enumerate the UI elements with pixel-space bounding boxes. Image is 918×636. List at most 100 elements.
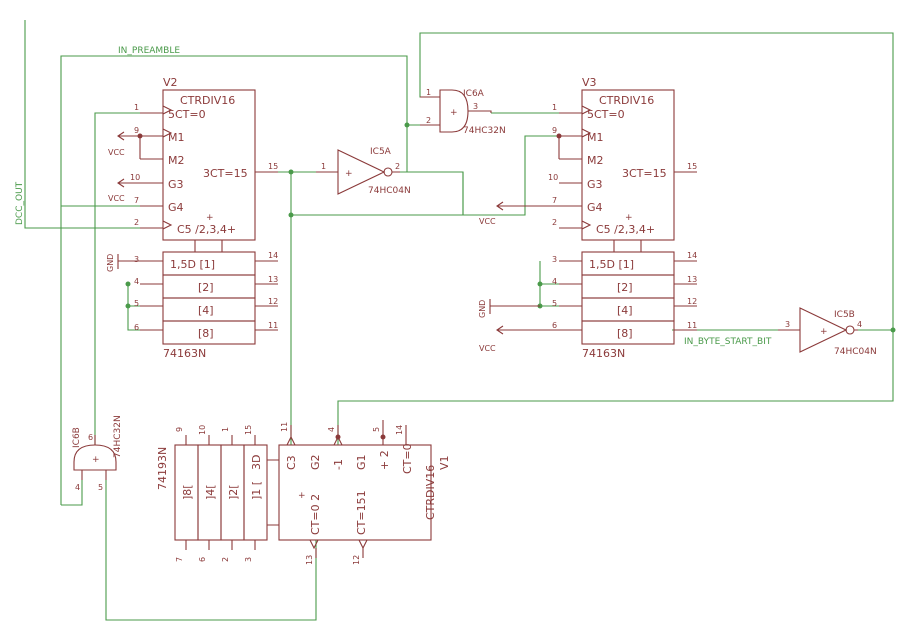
v3-pin-5ct0: 5CT=0 [587,108,625,121]
v2-type: CTRDIV16 [180,94,235,107]
v1-g1: G1 [355,454,368,470]
v3-pinnum-6: 6 [552,321,557,330]
v3-pin-g3: G3 [587,178,603,191]
v2-gnd-label: GND [106,254,115,272]
ic6b-name: IC6B [72,427,82,448]
v2-pin-m1: M1 [168,131,185,144]
counter-v1[interactable]: ]8[ ]4[ ]2[ ]1 [ 3D C3 G2 -1 G1 + 2 CT=0… [156,420,451,565]
ic5a-part: 74HC04N [368,186,411,196]
v3-pinnum-9: 9 [552,126,557,135]
v2-pinnum-2: 2 [134,218,139,227]
v1-pin-top-15: 15 [244,425,253,435]
v3-pin-3ct15: 3CT=15 [622,167,667,180]
v2-pinnum-6: 6 [134,323,139,332]
v3-plus: + [625,213,633,223]
ic5a-plus: + [345,169,353,179]
v3-pinnum-12: 12 [687,297,697,306]
v1-ct0: CT=0 [401,443,414,474]
ic6b-pin-b: 5 [98,483,103,492]
counter-v2[interactable]: V2 CTRDIV16 5CT=0 M1 M2 G3 G4 C5 /2,3,4+… [106,76,278,360]
v1-p2: + 2 [378,450,391,470]
v2-pinnum-10: 10 [130,173,140,182]
v2-vcc-label-1: VCC [108,148,125,157]
v2-q8: [8] [198,327,214,340]
v1-m1: -1 [332,459,345,470]
v3-gnd-label: GND [478,300,487,318]
v2-pinnum-15: 15 [268,162,278,171]
v1-ct151: CT=151 [355,490,368,535]
v2-pinnum-11: 11 [268,321,278,330]
net-label-in-byte-start-bit: IN_BYTE_START_BIT [684,337,772,347]
v1-ct02: CT=0 2 [309,494,322,535]
v2-pinnum-12: 12 [268,297,278,306]
v2-pin-g3: G3 [168,178,184,191]
v3-q8: [8] [617,327,633,340]
ic5b-name: IC5B [834,310,855,320]
v2-pinnum-3: 3 [134,255,139,264]
v1-pin-top-14: 14 [395,425,404,435]
v3-pinnum-4: 4 [552,277,557,286]
v3-pin-m2: M2 [587,154,604,167]
v1-name: V1 [438,455,451,470]
v1-pin-bot-3: 3 [244,557,253,562]
v1-pin-bot-2: 2 [221,557,230,562]
v1-pin-top-11: 11 [280,422,289,432]
v2-vcc-label-2: VCC [108,194,125,203]
v1-pin-top-9: 9 [175,427,184,432]
v1-q1: ]1 [ [250,481,263,500]
v2-name: V2 [163,76,178,89]
v3-name: V3 [582,76,597,89]
v3-pinnum-15: 15 [687,162,697,171]
v2-pinnum-14: 14 [268,251,278,260]
ic6a-pin-out: 3 [473,102,478,111]
wires [24,20,894,621]
v3-q1: 1,5D [1] [589,258,634,271]
v2-pinnum-1: 1 [134,103,139,112]
ic5b-plus: + [820,327,828,337]
ic5a-pin-out: 2 [395,162,400,171]
ic6b-plus: + [92,455,100,465]
v1-pin-top-5: 5 [372,427,381,432]
v1-q8: ]8[ [181,484,194,500]
v1-c3: C3 [285,455,298,470]
v2-pin-3ct15: 3CT=15 [203,167,248,180]
counter-v3[interactable]: V3 CTRDIV16 5CT=0 M1 M2 G3 G4 C5 /2,3,4+… [478,76,697,360]
v1-d3: 3D [250,455,263,470]
v3-pinnum-2: 2 [552,218,557,227]
v1-pin-bot-12: 12 [352,555,361,565]
v2-part: 74163N [163,347,206,360]
inverter-ic5b[interactable]: IC5B 74HC04N 3 4 + [778,307,877,357]
v2-pin-g4: G4 [168,201,184,214]
v3-pin-g4: G4 [587,201,603,214]
v3-type: CTRDIV16 [599,94,654,107]
v2-pinnum-4: 4 [134,277,139,286]
v3-q2: [2] [617,281,633,294]
v3-pinnum-13: 13 [687,275,697,284]
ic6b-pin-out: 6 [88,433,93,442]
wire-junctions [125,122,896,333]
net-label-in-preamble: IN_PREAMBLE [118,46,180,56]
v2-pinnum-7: 7 [134,196,139,205]
v1-q2: ]2[ [227,484,240,500]
v2-pinnum-5: 5 [134,299,139,308]
ic5b-pin-in: 3 [785,320,790,329]
ic6a-plus: + [450,108,458,118]
ic5b-part: 74HC04N [834,347,877,357]
v2-pin-c5: C5 /2,3,4+ [177,223,236,236]
v1-pin-bot-7: 7 [175,557,184,562]
v3-pinnum-11: 11 [687,321,697,330]
v2-q2: [2] [198,281,214,294]
v3-pin-c5: C5 /2,3,4+ [596,223,655,236]
ic6a-name: IC6A [463,89,485,99]
v1-part: 74193N [156,447,169,490]
ic6b-pin-a: 4 [75,483,80,492]
v1-plus: + [298,491,306,501]
or-gate-ic6a[interactable]: IC6A 74HC32N 1 2 3 + [420,88,506,136]
ic5a-name: IC5A [370,147,392,157]
or-gate-ic6b[interactable]: IC6B 74HC32N 4 5 6 + [72,415,123,492]
v2-pin-5ct0: 5CT=0 [168,108,206,121]
v1-q4: ]4[ [204,484,217,500]
inverter-ic5a[interactable]: IC5A 74HC04N 1 2 + [316,147,411,196]
v2-pinnum-13: 13 [268,275,278,284]
v2-pinnum-9: 9 [134,126,139,135]
